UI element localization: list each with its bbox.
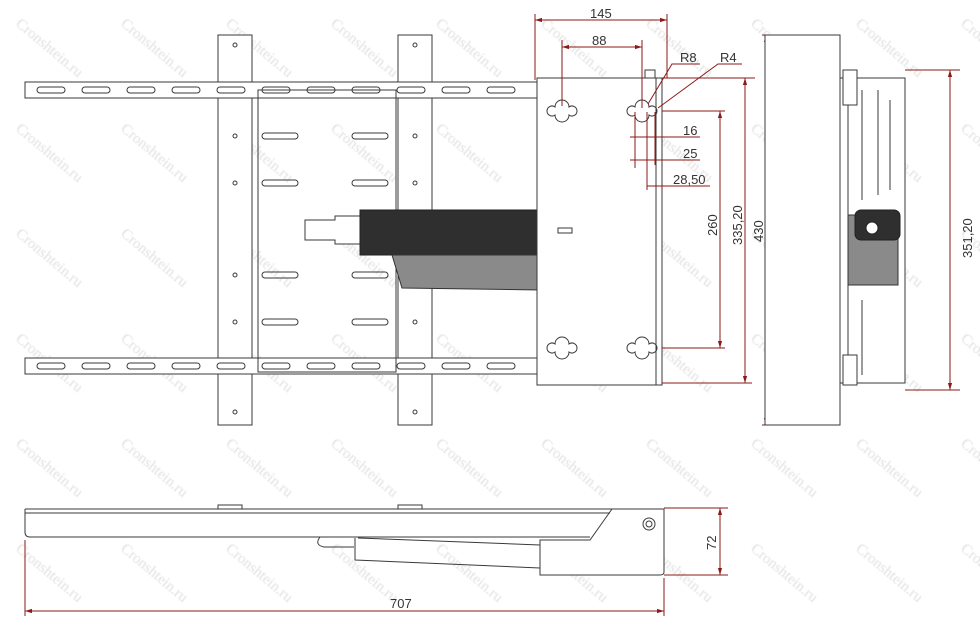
rail-slot [36, 86, 66, 94]
arm-upper [359, 209, 541, 256]
bottom-tab-left [217, 504, 243, 510]
plate-slot [261, 179, 299, 187]
plate-slot [261, 132, 299, 140]
dim-335-20: 335,20 [730, 205, 745, 245]
rail-slot [216, 86, 246, 94]
wall-plate [536, 77, 663, 386]
rail-slot [81, 86, 111, 94]
plate-slot [351, 132, 389, 140]
dim-28-50: 28,50 [673, 172, 706, 187]
rail-slot [126, 86, 156, 94]
bottom-pivot-bolt [642, 517, 656, 531]
dim-88: 88 [592, 33, 606, 48]
plate-slot [351, 179, 389, 187]
dim-25: 25 [683, 146, 697, 161]
dim-72: 72 [704, 536, 719, 550]
rail-slot [261, 86, 291, 94]
arm-knuckle [304, 215, 361, 245]
rail-slot [261, 362, 291, 370]
bottom-view: 707 72 [24, 504, 728, 616]
dim-351-20: 351,20 [960, 218, 975, 258]
rail-slot [306, 362, 336, 370]
dim-145: 145 [590, 6, 612, 21]
dim-r8: R8 [680, 50, 697, 65]
dim-r4: R4 [720, 50, 737, 65]
side-bottom-bracket [842, 354, 858, 386]
strap-hole [412, 409, 418, 415]
arm-lower [391, 254, 541, 291]
dim-260: 260 [705, 214, 720, 236]
rail-slot [396, 86, 426, 94]
strap-hole [412, 133, 418, 139]
side-top-bracket [842, 69, 858, 106]
rail-slot [306, 86, 336, 94]
side-view: 351,20 [764, 34, 975, 426]
strap-hole [412, 319, 418, 325]
side-pivot-bolt [865, 221, 879, 235]
plate-slot [261, 318, 299, 326]
bottom-beam [24, 508, 665, 576]
plate-slot [261, 271, 299, 279]
strap-hole [412, 180, 418, 186]
bottom-pivot-bolt-inner [645, 520, 653, 528]
rail-slot [441, 362, 471, 370]
side-back-plate [764, 34, 841, 426]
rail-slot [171, 362, 201, 370]
rail-slot [171, 86, 201, 94]
front-view: 145 88 R8 R4 16 25 28,50 260 335,20 430 [24, 6, 775, 426]
dim-707: 707 [390, 596, 412, 611]
strap-hole [412, 42, 418, 48]
rail-slot [486, 362, 516, 370]
bottom-arm [317, 536, 541, 569]
rail-slot [441, 86, 471, 94]
dim-16: 16 [683, 123, 697, 138]
strap-hole [232, 180, 238, 186]
rail-slot [351, 362, 381, 370]
bottom-tab-right [397, 504, 423, 510]
plate-slots [261, 132, 389, 326]
rail-slots [36, 86, 516, 370]
strap-hole [232, 133, 238, 139]
rail-slot [396, 362, 426, 370]
rail-slot [126, 362, 156, 370]
rail-slot [36, 362, 66, 370]
rail-slot [351, 86, 381, 94]
rail-slot [486, 86, 516, 94]
dim-430: 430 [751, 220, 766, 242]
plate-slot [351, 271, 389, 279]
wall-plate-tab [644, 69, 656, 79]
wall-plate-edge [655, 77, 663, 386]
rail-slot [216, 362, 246, 370]
plate-slot [351, 318, 389, 326]
strap-hole [232, 319, 238, 325]
rail-slot [81, 362, 111, 370]
strap-hole [232, 409, 238, 415]
strap-hole [232, 42, 238, 48]
strap-hole [232, 272, 238, 278]
